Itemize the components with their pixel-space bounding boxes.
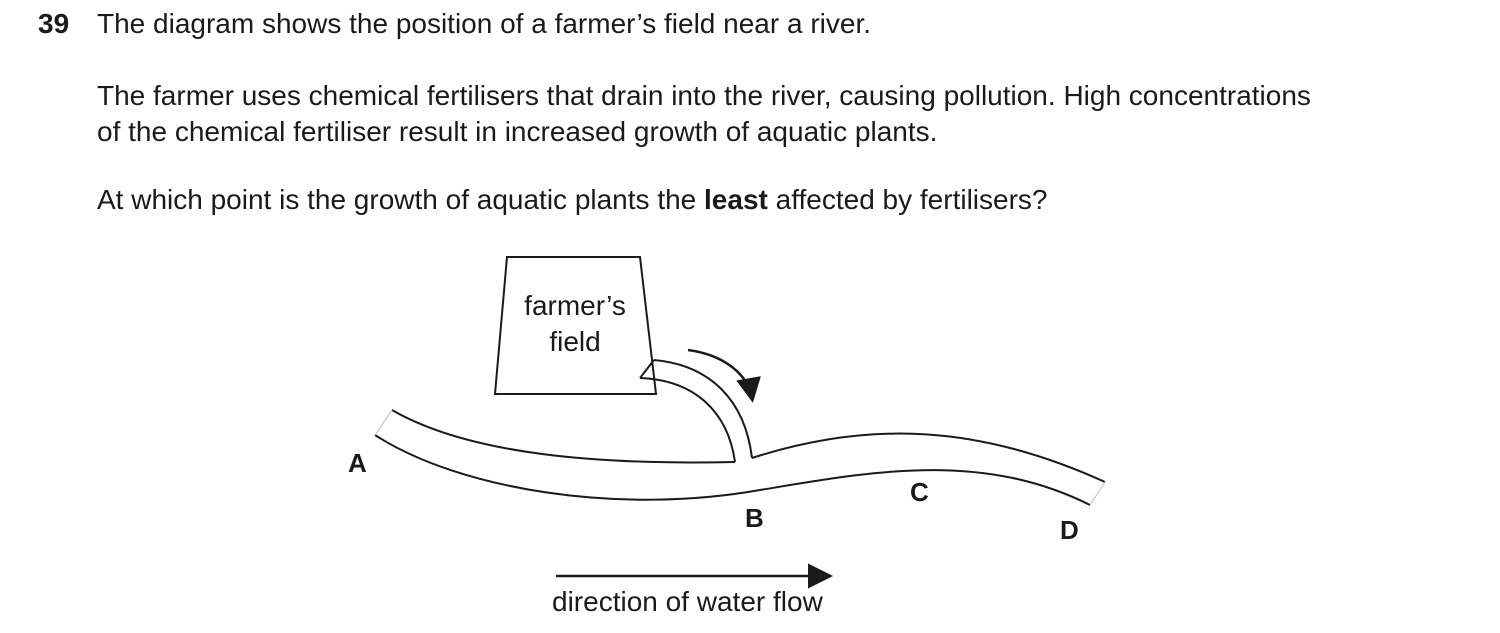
question-prompt: At which point is the growth of aquatic … xyxy=(97,184,1047,216)
field-label: farmer’s field xyxy=(505,288,645,360)
paragraph-line-1: The farmer uses chemical fertilisers tha… xyxy=(97,80,1311,111)
prompt-before: At which point is the growth of aquatic … xyxy=(97,184,705,215)
river-end-edge xyxy=(1089,481,1106,506)
question-number: 39 xyxy=(38,8,70,39)
flow-direction-label: direction of water flow xyxy=(552,586,823,617)
question-intro: The diagram shows the position of a farm… xyxy=(97,8,872,39)
drainage-channel-outer xyxy=(653,359,753,459)
prompt-after: affected by fertilisers? xyxy=(767,184,1048,215)
drainage-channel-mouth xyxy=(639,359,655,379)
river-upper-bank xyxy=(391,409,736,464)
river-upper-bank-east xyxy=(751,432,1106,483)
question-paragraph: The farmer uses chemical fertilisers tha… xyxy=(97,78,1437,150)
river-start-edge xyxy=(374,409,393,436)
drainage-arrow xyxy=(687,348,761,403)
point-label-b: B xyxy=(745,503,764,533)
point-label-c: C xyxy=(910,477,929,507)
drainage-channel-inner xyxy=(639,377,736,463)
point-label-a: A xyxy=(348,448,367,478)
prompt-bold-word: least xyxy=(704,184,768,215)
field-label-line-1: farmer’s xyxy=(524,290,626,321)
farmers-field-shape xyxy=(493,256,658,395)
field-label-line-2: field xyxy=(549,326,601,357)
paragraph-line-2: of the chemical fertiliser result in inc… xyxy=(97,116,938,147)
point-label-d: D xyxy=(1060,515,1079,545)
river-lower-bank xyxy=(374,434,1091,506)
